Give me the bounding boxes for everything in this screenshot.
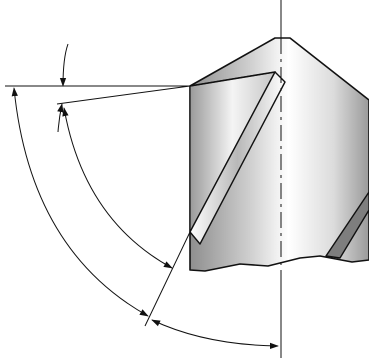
helix-angle-arc [62, 107, 173, 269]
lip-relief-leader [56, 85, 191, 105]
lip-relief-angle-arrow-bottom [57, 103, 64, 133]
point-angle-arc-left [11, 87, 149, 317]
lip-relief-angle-arrow-top [59, 43, 69, 87]
helical-flute-upper [189, 71, 286, 245]
helical-flute-lower [325, 191, 369, 259]
point-angle-arc-right [151, 319, 279, 350]
cutting-lip [189, 71, 276, 87]
helix-extension-line [144, 231, 191, 327]
